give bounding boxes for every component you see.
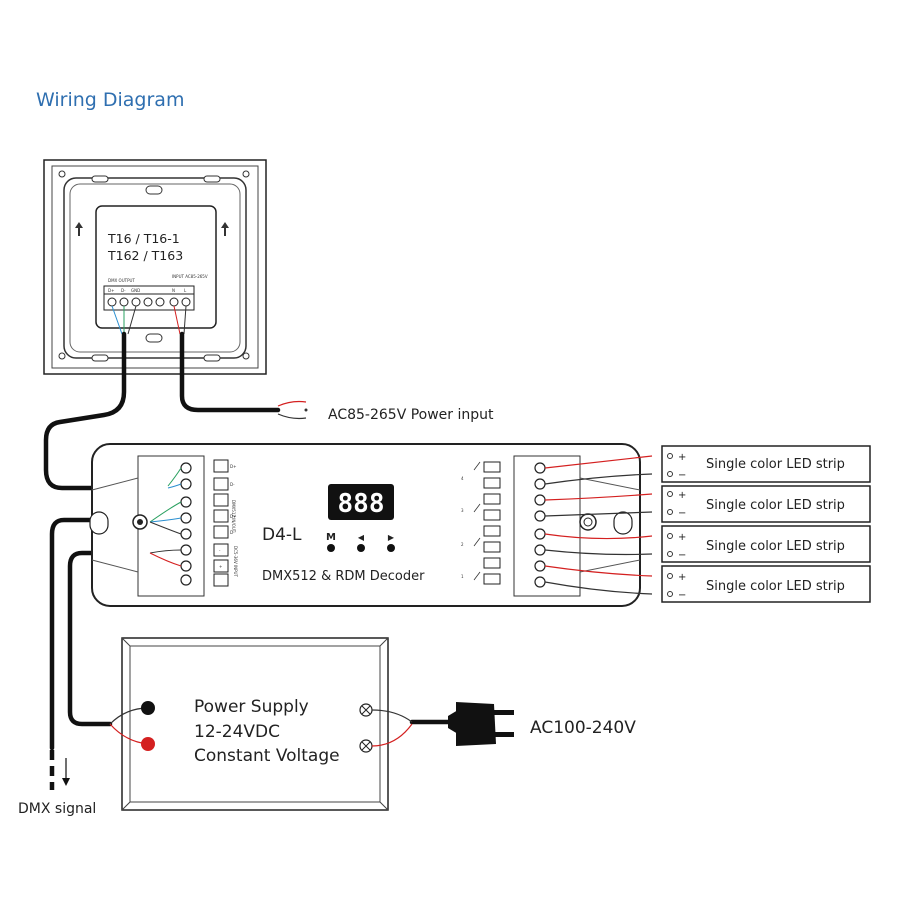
up-arrow-icon	[75, 222, 83, 236]
minus-sign: −	[678, 470, 686, 481]
minus-sign: −	[678, 590, 686, 601]
negative-terminal	[141, 701, 155, 715]
led-strip-label: Single color LED strip	[706, 579, 845, 594]
led-strip: + − Single color LED strip	[661, 485, 871, 523]
minus-sign: −	[678, 550, 686, 561]
panel-dmx-output-label: DMX OUTPUT	[108, 278, 135, 283]
positive-terminal	[141, 737, 155, 751]
decoder-terminal-label: D-	[230, 530, 235, 535]
panel-input-label: INPUT AC85-265V	[172, 274, 208, 279]
ac-terminal-icon	[359, 703, 373, 717]
terminal-label: L	[184, 288, 187, 293]
decoder-terminal-label: D-	[230, 482, 235, 487]
panel-terminal-block: D+ D- GND N L	[103, 285, 195, 311]
button-right[interactable]	[387, 544, 395, 552]
power-supply-line1: Power Supply	[194, 697, 309, 717]
mains-plug-icon	[448, 702, 514, 746]
power-supply: Power Supply 12-24VDC Constant Voltage	[109, 637, 413, 811]
decoder-unit: D+ D- DMX512 IN/OUT D+ D- - + DC5-36V IN…	[89, 443, 641, 607]
cables	[43, 331, 453, 751]
decoder-subtitle: DMX512 & RDM Decoder	[262, 569, 425, 584]
led-strip-label: Single color LED strip	[706, 539, 845, 554]
button-left[interactable]	[357, 544, 365, 552]
decoder-right-terminals	[534, 462, 546, 588]
plus-sign: +	[678, 532, 686, 543]
decoder-terminal-label: -	[219, 548, 221, 553]
diagram-title: Wiring Diagram	[36, 89, 184, 111]
up-arrow-icon	[221, 222, 229, 236]
terminal-label: D-	[121, 288, 126, 293]
mains-label: AC100-240V	[530, 718, 636, 738]
segment-display	[328, 484, 394, 520]
led-strip: + − Single color LED strip	[661, 525, 871, 563]
plus-sign: +	[678, 452, 686, 463]
channel-number: 3	[461, 508, 464, 513]
button-m[interactable]	[327, 544, 335, 552]
channel-number: 4	[461, 476, 464, 481]
led-strip: + − Single color LED strip	[661, 445, 871, 483]
channel-labels: 4 3 2 1	[461, 461, 501, 585]
panel-models-line2: T162 / T163	[107, 248, 183, 263]
power-supply-line3: Constant Voltage	[194, 746, 340, 766]
led-output-wires	[544, 455, 653, 595]
panel-models-line1: T16 / T16-1	[107, 231, 180, 246]
power-supply-line2: 12-24VDC	[194, 722, 280, 742]
led-strip-label: Single color LED strip	[706, 457, 845, 472]
segment-display-text: 888	[338, 489, 385, 519]
wall-panel: T16 / T16-1 T162 / T163 DMX OUTPUT INPUT…	[43, 159, 267, 375]
decoder-terminal-label: D+	[230, 514, 236, 519]
led-strip-label: Single color LED strip	[706, 498, 845, 513]
channel-number: 1	[461, 574, 464, 579]
decoder-terminal-label: +	[219, 564, 222, 569]
dmx-signal-label: DMX signal	[18, 801, 96, 817]
ac-terminal-icon	[359, 739, 373, 753]
button-left-label: ◀	[358, 533, 365, 542]
decoder-terminal-label: D+	[230, 464, 236, 469]
channel-number: 2	[461, 542, 464, 547]
down-arrow-icon	[62, 758, 70, 786]
button-right-label: ▶	[388, 533, 395, 542]
terminal-label: D+	[108, 288, 114, 293]
terminal-label: GND	[131, 288, 140, 293]
minus-sign: −	[678, 508, 686, 519]
decoder-terminal-label: DMX512 IN/OUT	[231, 500, 236, 533]
terminal-label: N	[172, 288, 175, 293]
power-input-label: AC85-265V Power input	[328, 407, 494, 423]
button-m-label: M	[326, 532, 336, 543]
led-strip: + − Single color LED strip	[661, 565, 871, 603]
decoder-terminal-label: DC5-36V INPUT	[233, 546, 238, 577]
plus-sign: +	[678, 490, 686, 501]
plus-sign: +	[678, 572, 686, 583]
decoder-model: D4-L	[262, 525, 302, 545]
